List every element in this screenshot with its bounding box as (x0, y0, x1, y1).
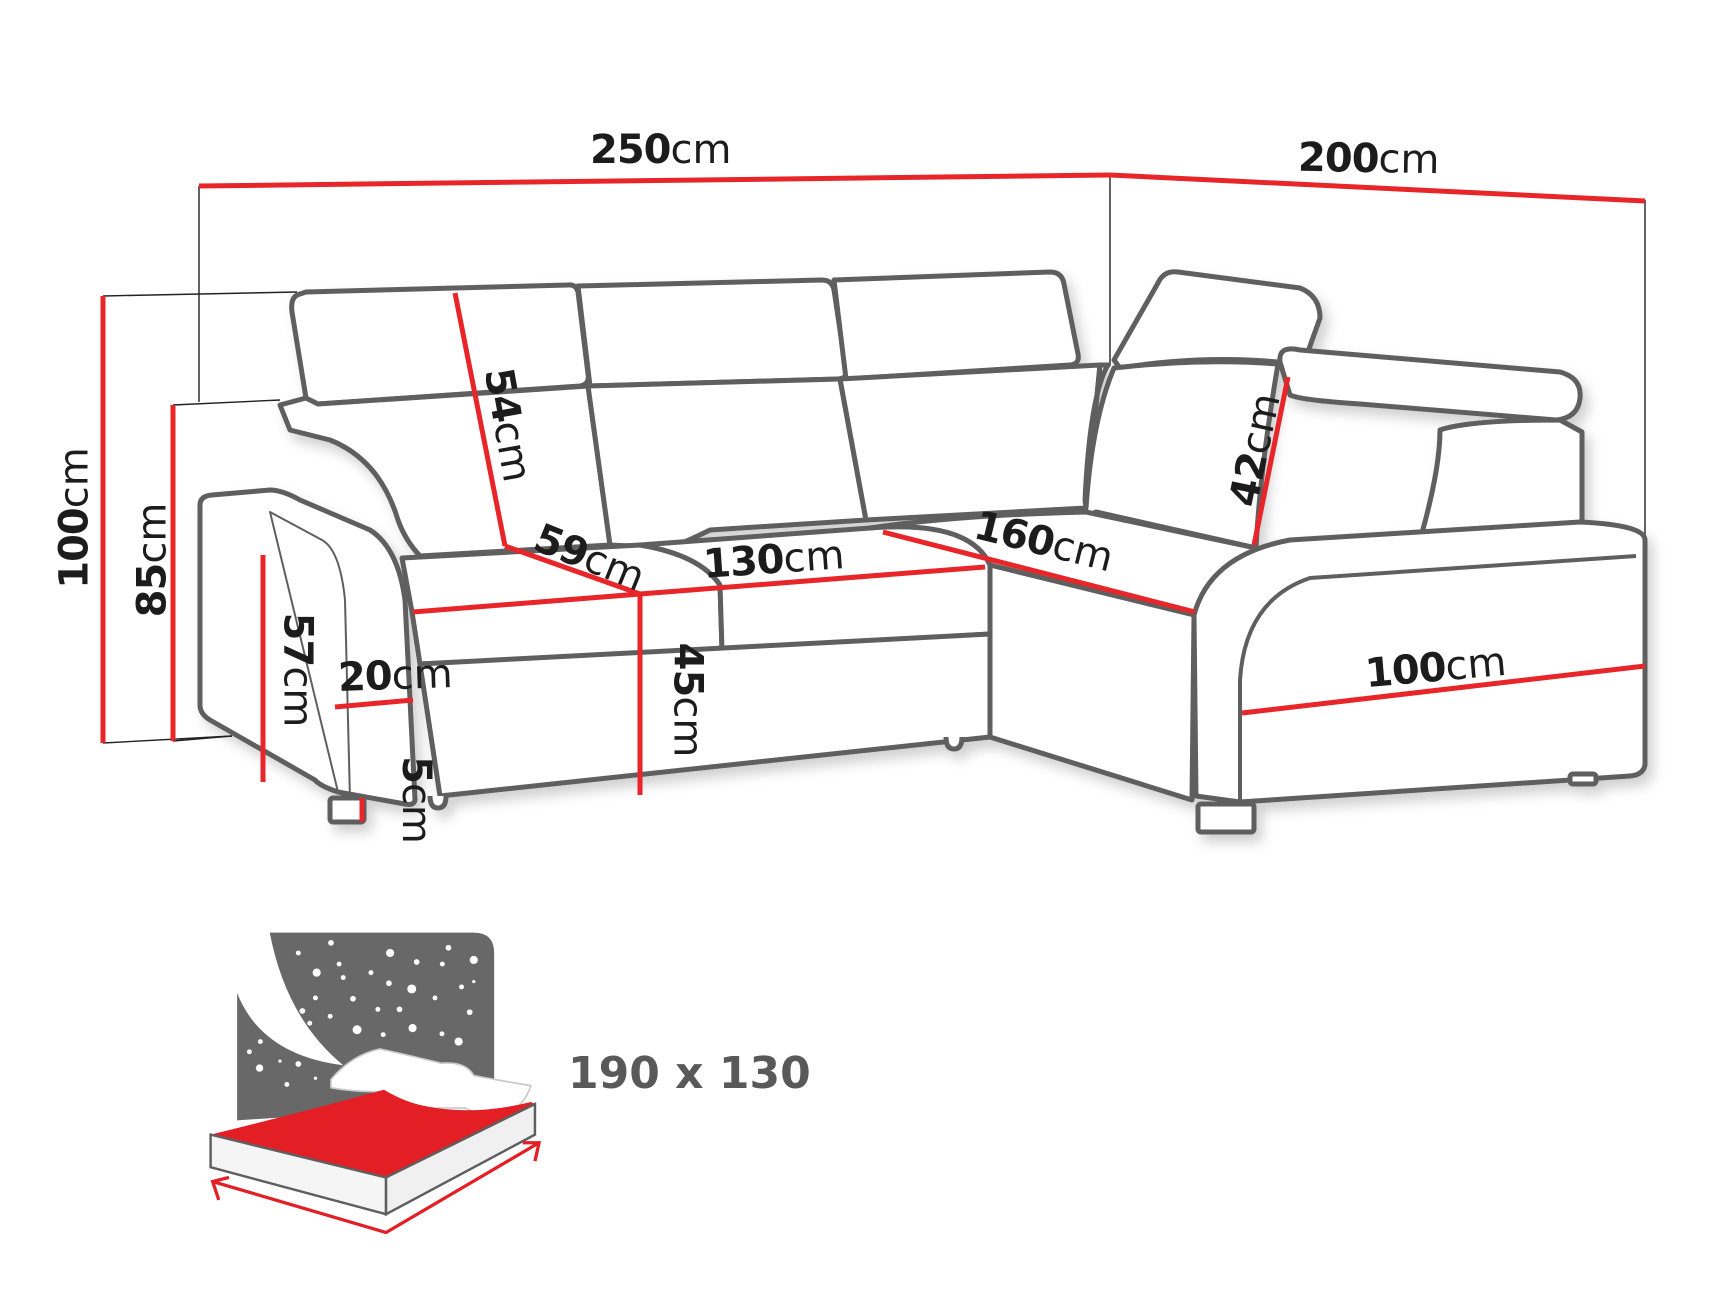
back-middle (585, 376, 869, 551)
dim-200-line (1109, 172, 1646, 204)
dim-42-line (1251, 376, 1291, 546)
extension-lines (102, 176, 1646, 770)
dim-160-line (882, 529, 1196, 615)
right-arm (1191, 519, 1648, 805)
dimension-lines (100, 172, 1646, 822)
label-100-height: 100cm (51, 447, 98, 589)
castor-left (427, 795, 449, 811)
right-arm-inner (1238, 554, 1637, 802)
sleeping-area-size: 190 x 130 (568, 1048, 811, 1099)
bed-icon (209, 932, 542, 1235)
label-57: 57cm (274, 612, 321, 728)
leg-right (1195, 801, 1257, 835)
dim-59-line (504, 543, 641, 597)
label-5: 5cm (392, 756, 439, 844)
back-right (837, 362, 1103, 523)
dim-54-line (452, 292, 508, 547)
left-arm (197, 487, 418, 807)
leg-left (327, 795, 367, 825)
dim-20-line (334, 697, 414, 710)
bolster (1277, 346, 1583, 423)
headrest-right (831, 269, 1081, 382)
size-arrows (210, 1141, 542, 1235)
label-100-chaise: 100cm (1363, 638, 1509, 698)
leg-chaise-back (1567, 771, 1599, 787)
sofa-outline (197, 269, 1648, 835)
label-200: 200cm (1297, 134, 1440, 184)
chaise-arm-back (1417, 417, 1585, 543)
dim-100b-line (1241, 663, 1646, 716)
label-250: 250cm (590, 127, 732, 173)
headrest-middle (575, 277, 849, 389)
chaise-side (987, 562, 1197, 803)
castor-mid (943, 736, 965, 752)
label-130: 130cm (701, 532, 846, 588)
label-20: 20cm (337, 651, 454, 701)
label-45: 45cm (664, 642, 711, 758)
dim-250-line (198, 172, 1111, 189)
stars (246, 939, 478, 1087)
left-arm-face (269, 511, 351, 801)
mattress-front (384, 1102, 537, 1217)
label-85: 85cm (129, 502, 176, 618)
